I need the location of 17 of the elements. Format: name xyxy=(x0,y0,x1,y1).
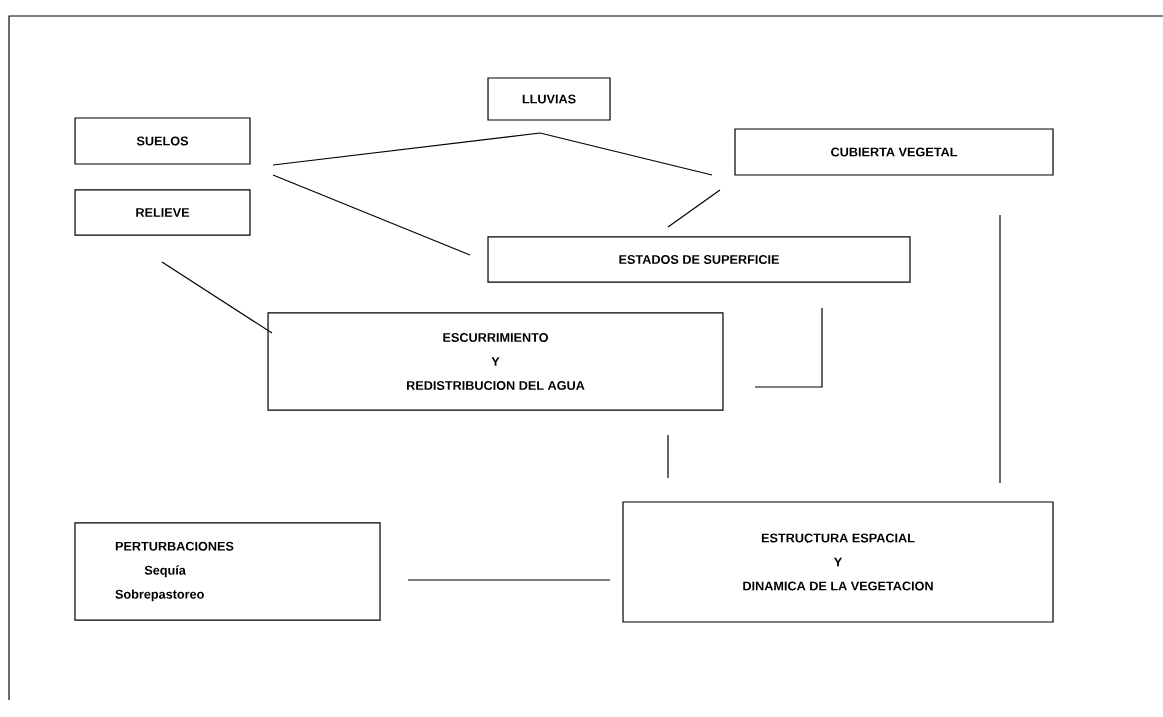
process-box: ESTRUCTURA ESPACIAL Y DINAMICA DE LA VEGETACION xyxy=(622,501,1054,623)
process-box: LLUVIAS xyxy=(487,77,611,121)
connector-line xyxy=(667,189,721,228)
process-box: RELIEVE xyxy=(74,189,251,236)
process-box: PERTURBACIONES Sequía Sobrepastoreo xyxy=(74,522,381,621)
process-box: ESTADOS DE SUPERFICIE xyxy=(487,236,911,283)
connector-line xyxy=(272,174,471,256)
connector-line xyxy=(539,132,713,176)
process-box: CUBIERTA VEGETAL xyxy=(734,128,1054,176)
connector-line xyxy=(667,434,669,479)
connector-line xyxy=(161,261,273,334)
process-box: SUELOS xyxy=(74,117,251,165)
connector-line xyxy=(272,132,541,166)
connector-line xyxy=(754,307,823,388)
process-box: ESCURRIMIENTO Y REDISTRIBUCION DEL AGUA xyxy=(267,312,724,411)
connector-line xyxy=(407,579,611,581)
connector-line xyxy=(999,214,1001,484)
